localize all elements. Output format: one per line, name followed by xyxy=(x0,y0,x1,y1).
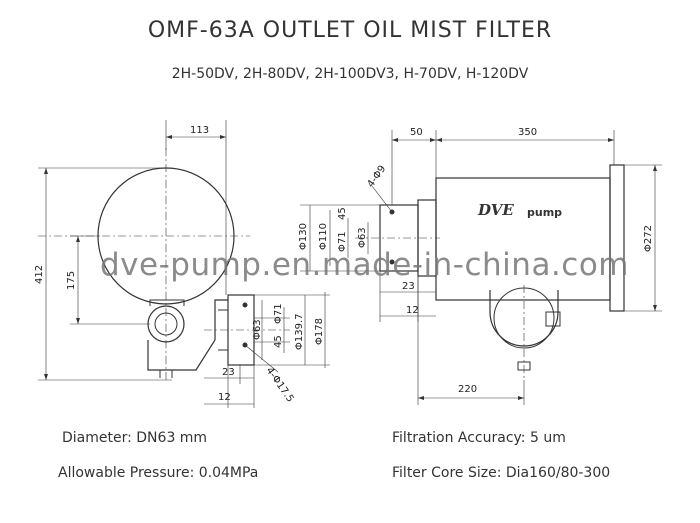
dim-350: 350 xyxy=(518,127,537,138)
spec-pressure: Allowable Pressure: 0.04MPa xyxy=(58,465,259,481)
dim-220: 220 xyxy=(458,384,477,395)
spec-diameter: Diameter: DN63 mm xyxy=(62,430,208,446)
drawing-title: OMF-63A OUTLET OIL MIST FILTER xyxy=(147,18,553,43)
model-list: 2H-50DV, 2H-80DV, 2H-100DV3, H-70DV, H-1… xyxy=(171,66,529,82)
dim-phi139-7: Φ139.7 xyxy=(294,314,305,351)
spec-core-size: Filter Core Size: Dia160/80-300 xyxy=(392,465,611,481)
dim-12-left: 12 xyxy=(218,392,231,403)
dim-phi71: Φ71 xyxy=(337,231,348,252)
dim-45-top: 45 xyxy=(337,207,348,220)
dim-23-right: 23 xyxy=(402,281,415,292)
dim-phi110: Φ110 xyxy=(318,223,329,250)
dim-45-bottom: 45 xyxy=(273,335,284,348)
end-cap-flange xyxy=(609,164,625,312)
dim-412: 412 xyxy=(34,265,45,284)
spec-filtration: Filtration Accuracy: 5 um xyxy=(392,430,566,446)
dim-phi63-top: Φ63 xyxy=(357,227,368,248)
dim-4-phi17-5: 4-Φ17.5 xyxy=(264,365,296,404)
brand-logo: DVE xyxy=(477,201,514,219)
watermark: dve-pump.en.made-in-china.com xyxy=(100,247,629,283)
dim-phi71-bottom: Φ71 xyxy=(273,303,284,324)
dim-12-right: 12 xyxy=(406,305,419,316)
dim-23-left: 23 xyxy=(222,367,235,378)
dim-4-phi9: 4-Φ9 xyxy=(365,164,388,190)
dim-175: 175 xyxy=(66,271,77,290)
outlet-port-inner xyxy=(154,312,178,336)
dim-113: 113 xyxy=(190,125,209,136)
dim-phi272: Φ272 xyxy=(643,225,654,252)
dim-50: 50 xyxy=(410,127,423,138)
brand-logo-sub: pump xyxy=(527,206,562,219)
dim-phi178: Φ178 xyxy=(314,318,325,345)
dim-phi63-bottom: Φ63 xyxy=(252,319,263,340)
dim-phi130: Φ130 xyxy=(298,223,309,250)
